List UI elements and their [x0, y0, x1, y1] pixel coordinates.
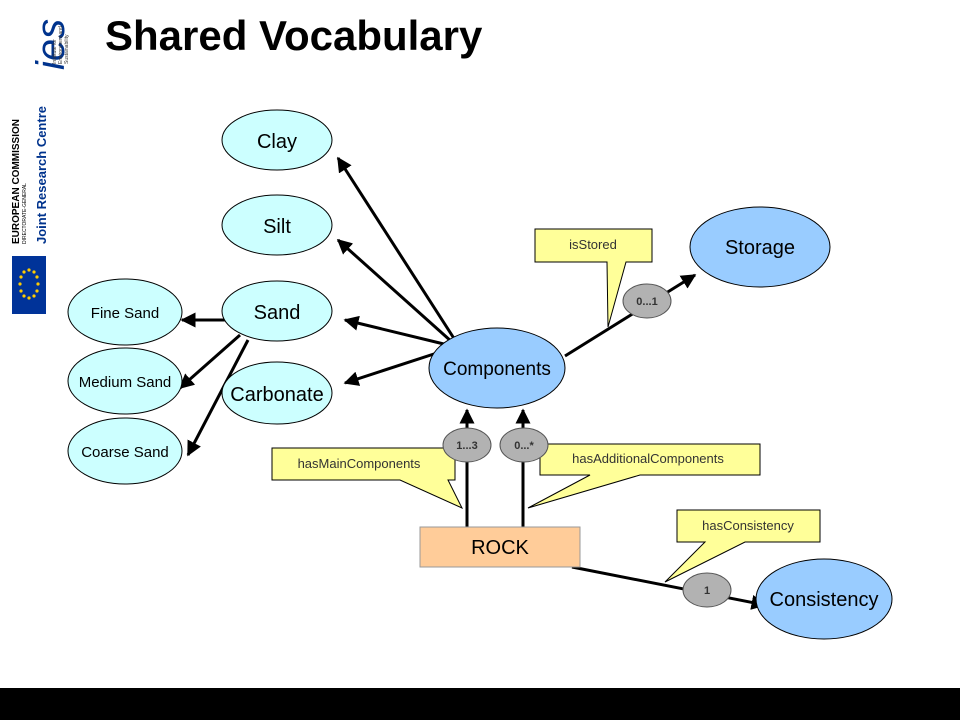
edge-sand-medium-sand [178, 333, 241, 390]
cardinality-main-label: 1...3 [456, 440, 477, 452]
ec-logo-name: EUROPEAN COMMISSION [11, 119, 22, 244]
callout-has-main-components-label: hasMainComponents [298, 456, 421, 471]
edge-components-clay [336, 156, 457, 341]
edge-components-carbonate [343, 350, 441, 386]
bottom-bar [0, 688, 960, 720]
cardinality-storage: 0...1 [622, 283, 672, 319]
node-rock: ROCK [419, 526, 581, 568]
edge-components-silt [336, 238, 454, 344]
edge-components-sand [343, 315, 449, 347]
eu-flag-icon [12, 256, 46, 314]
callout-is-stored-label: isStored [569, 237, 617, 252]
node-fine-sand-label: Fine Sand [91, 305, 159, 322]
node-components-label: Components [443, 359, 551, 380]
vocabulary-diagram: isStored hasMainComponents hasAdditional… [67, 109, 893, 640]
ies-logo-letters: ies [29, 19, 73, 70]
cardinality-main: 1...3 [442, 427, 492, 463]
callout-is-stored: isStored [534, 228, 653, 328]
ec-logo-jrc: Joint Research Centre [34, 106, 49, 244]
cardinality-consistency-label: 1 [704, 585, 710, 597]
node-silt-label: Silt [263, 216, 291, 238]
callout-has-additional-components-label: hasAdditionalComponents [572, 451, 724, 466]
cardinality-additional: 0...* [499, 427, 549, 463]
cardinality-consistency: 1 [682, 572, 732, 608]
cardinality-additional-label: 0...* [514, 440, 534, 452]
edge-rock-consistency [571, 565, 767, 610]
ec-logo-dg: DIRECTORATE-GENERAL [22, 183, 28, 244]
node-rock-label: ROCK [471, 537, 529, 559]
node-clay-label: Clay [257, 131, 297, 153]
node-coarse-sand: Coarse Sand [67, 417, 183, 485]
node-medium-sand-label: Medium Sand [79, 374, 172, 391]
ies-logo-subtext-2: Environment and [58, 26, 64, 64]
node-sand: Sand [221, 280, 333, 342]
node-consistency: Consistency [755, 558, 893, 640]
node-coarse-sand-label: Coarse Sand [81, 444, 169, 461]
callout-has-consistency-label: hasConsistency [702, 518, 794, 533]
node-carbonate-label: Carbonate [230, 384, 323, 406]
cardinality-storage-label: 0...1 [636, 296, 657, 308]
ies-logo: ies Institute for Environment and Sustai… [6, 4, 74, 80]
callout-has-additional-components: hasAdditionalComponents [527, 443, 761, 509]
node-consistency-label: Consistency [770, 589, 879, 611]
slide-title: Shared Vocabulary [105, 12, 483, 59]
ies-logo-subtext-1: Institute for [52, 39, 58, 64]
node-components: Components [428, 327, 566, 409]
node-fine-sand: Fine Sand [67, 278, 183, 346]
node-clay: Clay [221, 109, 333, 171]
node-carbonate: Carbonate [221, 361, 333, 425]
callout-has-main-components: hasMainComponents [271, 447, 464, 510]
node-storage: Storage [689, 206, 831, 288]
ies-logo-subtext-3: Sustainability [64, 34, 70, 64]
node-sand-label: Sand [254, 302, 301, 324]
callout-has-consistency: hasConsistency [664, 509, 821, 583]
edge-components-storage [564, 273, 697, 358]
ec-jrc-logo: EUROPEAN COMMISSION DIRECTORATE-GENERAL … [6, 84, 54, 320]
node-medium-sand: Medium Sand [67, 347, 183, 415]
node-storage-label: Storage [725, 237, 795, 259]
edge-sand-coarse-sand [186, 339, 250, 457]
node-silt: Silt [221, 194, 333, 256]
